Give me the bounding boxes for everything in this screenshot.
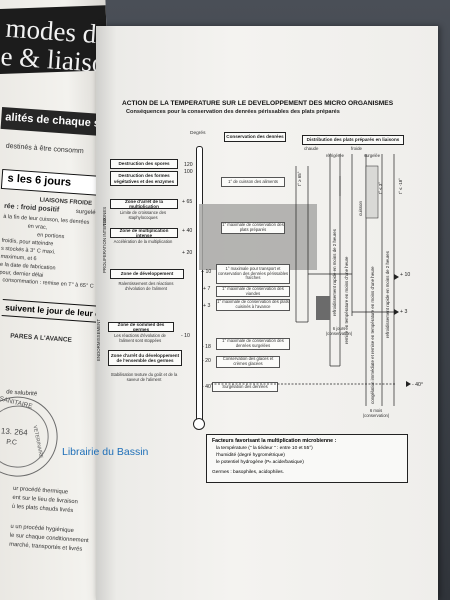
- temp-40: + 40: [182, 228, 193, 234]
- temp-20: + 20: [182, 250, 193, 256]
- label-minus40: - 40°: [412, 382, 424, 388]
- left-line-c: en vrac,: [27, 223, 48, 231]
- zone-developpement: Zone de développement: [110, 269, 184, 279]
- watermark: Librairie du Bassin: [62, 446, 149, 458]
- left-proc-1: ur procédé thermique: [12, 485, 69, 496]
- box-glaces: Conservation des glaces et crèmes glacée…: [216, 356, 280, 368]
- label-t18: t° ≤ -18°: [398, 178, 403, 194]
- left-proc-3: ù les plats chauds livrés: [11, 503, 74, 515]
- factor-3: le potentiel hydrogène (Pₕ acide/basique…: [216, 460, 304, 465]
- label-plus10: + 10: [400, 272, 411, 278]
- stabilisation: Stabilisation texture du goût et de la s…: [110, 372, 178, 382]
- ralentissement: Ralentissement des réactions d'évolution…: [118, 281, 174, 291]
- label-six-mois: 6 mois (conservation): [362, 408, 390, 418]
- col-distribution: Distribution des plats préparés en liais…: [302, 135, 404, 145]
- label-refroid-2: refroidissement rapide en moins de 2 heu…: [385, 251, 390, 338]
- temp-3: + 3: [203, 303, 211, 309]
- temp-100: 100: [184, 169, 193, 175]
- sanitary-stamp: SANITAIRE VETERINAIRE 13. 264 P.C: [0, 393, 61, 480]
- sub-chaude: chaude: [304, 146, 319, 151]
- sub-surgelee: surgelée: [364, 153, 381, 158]
- zone-destruction-spores: Destruction des spores: [110, 159, 178, 169]
- label-congelation: congélation immédiate et remise en tempé…: [370, 266, 375, 404]
- temp-65: + 65: [182, 199, 193, 205]
- left-line-g: maximum, et 6: [0, 253, 37, 263]
- left-proc-6: marché, transportés et livrés: [9, 541, 83, 553]
- left-surgele: surgelé: [75, 208, 96, 217]
- box-t-surgelees: 1° maximale de conservation des denrées …: [216, 338, 290, 350]
- factors-box: Facteurs favorisant la multiplication mi…: [206, 434, 408, 483]
- zone-destruction-formes: Destruction des formes végétatives et de…: [110, 171, 178, 186]
- left-avance: PARES A L'AVANCE: [10, 332, 73, 344]
- label-t65: t° ≥ 65°: [297, 171, 302, 186]
- left-line-d: en portions: [36, 232, 65, 241]
- factor-1: la température (" la tiédeur " : entre 1…: [216, 446, 313, 451]
- col-conservation: Conservation des denrées: [224, 132, 286, 142]
- zone-multiplication-intense: Zone de multiplication intense: [110, 228, 178, 238]
- label-t3: t° ≤ 3°: [378, 181, 383, 194]
- box-t-plats-avance: 1° maximale de conservation des plats cu…: [216, 299, 290, 311]
- box-cuisson: 1° de cuisson des aliments: [221, 177, 285, 187]
- right-page: ACTION DE LA TEMPERATURE SUR LE DEVELOPP…: [96, 26, 438, 600]
- temp-minus18: - 18: [202, 344, 211, 350]
- temp-7: + 7: [203, 286, 211, 292]
- label-plus3: + 3: [400, 309, 408, 315]
- temp-120: 120: [184, 162, 193, 168]
- reactions-stoppees: Les réactions d'évolution de l'aliment s…: [114, 333, 166, 343]
- factors-title: Facteurs favorisant la multiplication mi…: [212, 438, 337, 444]
- acceleration: Accélération de la multiplication: [113, 239, 173, 245]
- zone-arret-developpement: Zone d'arrêt du développement de l'ensem…: [108, 350, 182, 366]
- sub-froide: froide: [351, 146, 362, 151]
- left-header-band: modes de dist e & liaisons froi: [0, 5, 127, 83]
- factor-2: l'humidité (degré hygrométrique): [216, 453, 285, 458]
- box-t-max-cons: 1° maximale de conservation des plats pr…: [221, 222, 285, 234]
- box-t-viandes: 1° maximale de conservation des viandes: [216, 286, 290, 297]
- temp-10: + 10: [201, 269, 212, 275]
- proliferation-band: [199, 204, 317, 270]
- temp-minus20: - 20: [202, 358, 211, 364]
- diagram-title: ACTION DE LA TEMPERATURE SUR LE DEVELOPP…: [122, 100, 394, 107]
- sub-refrigeree: réfrigérée: [326, 153, 344, 158]
- germes-line: Germes : basophiles, acidophiles.: [212, 470, 284, 475]
- box-t-max-transport: 1° maximale pour transport et conservati…: [216, 264, 290, 284]
- label-refroid-1: refroidissement rapide en moins de 2 heu…: [332, 229, 337, 316]
- label-cuisson: cuisson: [358, 201, 363, 216]
- temp-minus10: - 10: [181, 333, 190, 339]
- thermometer-bulb: [193, 418, 205, 430]
- distribution-lines: [211, 154, 411, 406]
- limite-croissance: Limite de croissance des staphylocoques: [119, 210, 167, 220]
- degres-label: Degrés: [190, 131, 206, 136]
- box-surgelation: Surgélation des denrées: [212, 382, 278, 392]
- temp-minus40: - 40: [202, 384, 211, 390]
- left-froid: rée : froid positif: [3, 202, 60, 214]
- zone-arret-multiplication: Zone d'arrêt de la multiplication: [110, 199, 178, 209]
- label-six-jours: 6 jours (conservation): [325, 326, 353, 336]
- zone-sommeil: Zone de sommeil des germes: [108, 322, 174, 332]
- diagram-subtitle: Conséquences pour la conservation des de…: [126, 109, 340, 115]
- left-line-a: destinés à être consomm: [5, 142, 84, 156]
